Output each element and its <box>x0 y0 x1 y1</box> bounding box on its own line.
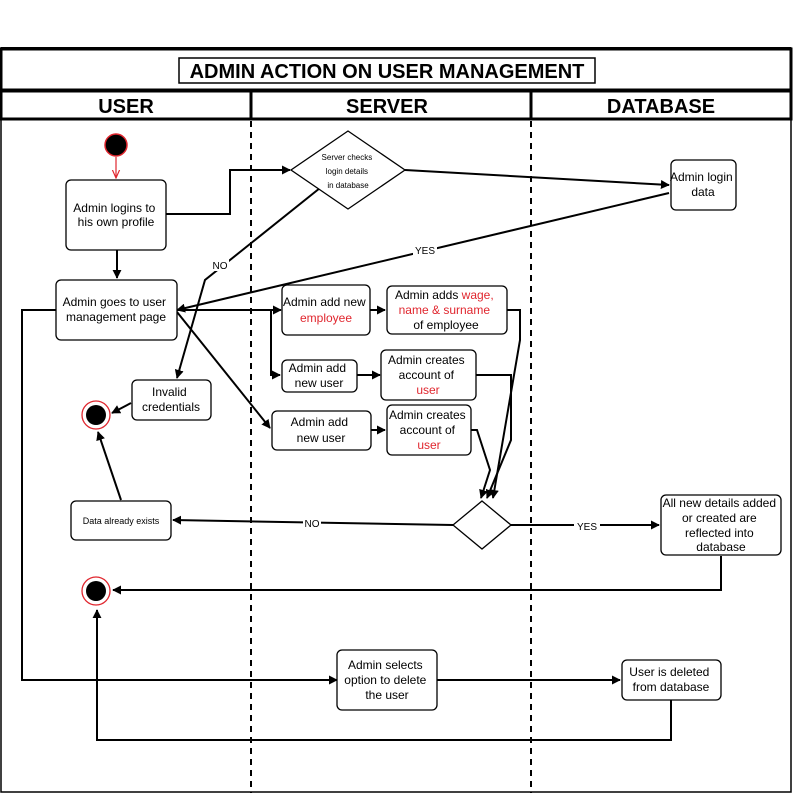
node-data-exists-text: Data already exists <box>83 516 160 526</box>
lane-header-database <box>529 89 793 121</box>
node-reflected-database <box>660 494 782 556</box>
node-invalid-credentials <box>131 379 212 421</box>
node-reflected-database-text: All new details added or created are ref… <box>663 496 780 554</box>
lane-label-database: DATABASE <box>607 96 715 118</box>
edge-label-yes-login: YES <box>415 246 435 257</box>
lane-label-server: SERVER <box>346 96 428 118</box>
decision-data-exists <box>451 500 513 550</box>
node-login-data <box>670 159 737 211</box>
node-admin-login-text: Admin logins to his own profile <box>73 201 158 229</box>
edge-usermgmt-adduser1 <box>177 309 281 380</box>
end-node-2-core <box>86 581 106 601</box>
edge-deleted-end2 <box>92 609 672 741</box>
node-create-account-1-text: Admin creates account of user <box>388 353 468 397</box>
edge-usermgmt-adduser2 <box>176 311 271 429</box>
node-create-account-2 <box>386 404 472 456</box>
node-user-deleted-text: User is deleted from database <box>629 665 712 694</box>
decision-login-check-text: Server checks login details in database <box>322 153 375 190</box>
node-delete-option <box>336 649 438 711</box>
node-add-user-1-text: Admin add new user <box>289 361 350 390</box>
node-data-exists <box>70 500 172 541</box>
title-box <box>178 57 596 84</box>
node-add-employee-text: Admin add new employee <box>283 295 369 325</box>
node-login-data-text: Admin login data <box>670 170 736 199</box>
node-user-management-text: Admin goes to user management page <box>63 295 170 324</box>
diagram-title: ADMIN ACTION ON USER MANAGEMENT <box>190 61 585 83</box>
node-delete-option-text: Admin selects option to delete the user <box>344 658 429 702</box>
node-add-wage-details <box>386 285 508 335</box>
edge-label-yes-reflected: YES <box>577 522 597 533</box>
node-invalid-credentials-text: Invalid credentials <box>142 385 200 414</box>
node-create-account-1 <box>380 349 477 401</box>
edge-check-logindata <box>404 169 670 190</box>
edge-createacc2-merge <box>471 429 492 499</box>
label-bg-yes2 <box>574 520 600 532</box>
node-add-user-1 <box>281 359 358 393</box>
start-node <box>104 133 128 157</box>
node-add-wage-details-text: Admin adds wage, name & surname of emplo… <box>395 288 497 332</box>
edge-invalid-end1 <box>111 402 132 414</box>
node-add-employee <box>281 284 371 336</box>
node-add-user-2 <box>271 410 372 451</box>
edge-exists-end1 <box>96 431 122 501</box>
label-bg-no1 <box>211 259 229 271</box>
node-user-deleted <box>621 659 722 701</box>
node-admin-login <box>65 179 167 251</box>
edge-login-check <box>166 165 291 215</box>
node-user-management <box>55 279 178 341</box>
edge-usermgmt-delete <box>21 309 338 685</box>
edge-addswage-merge <box>489 309 521 499</box>
label-bg-no2 <box>303 517 321 529</box>
node-create-account-2-text: Admin creates account of user <box>389 408 469 452</box>
edge-check-invalid <box>174 187 321 379</box>
decision-login-check <box>289 130 407 210</box>
edge-label-no-exists: NO <box>305 519 320 530</box>
lane-label-user: USER <box>98 96 154 118</box>
edge-reflected-end2 <box>112 556 722 595</box>
edge-createacc1-merge <box>476 374 512 499</box>
node-add-user-2-text: Admin add new user <box>291 415 352 445</box>
label-bg-yes1 <box>413 244 437 256</box>
end-node-1-core <box>86 405 106 425</box>
edge-label-no-invalid: NO <box>213 261 228 272</box>
